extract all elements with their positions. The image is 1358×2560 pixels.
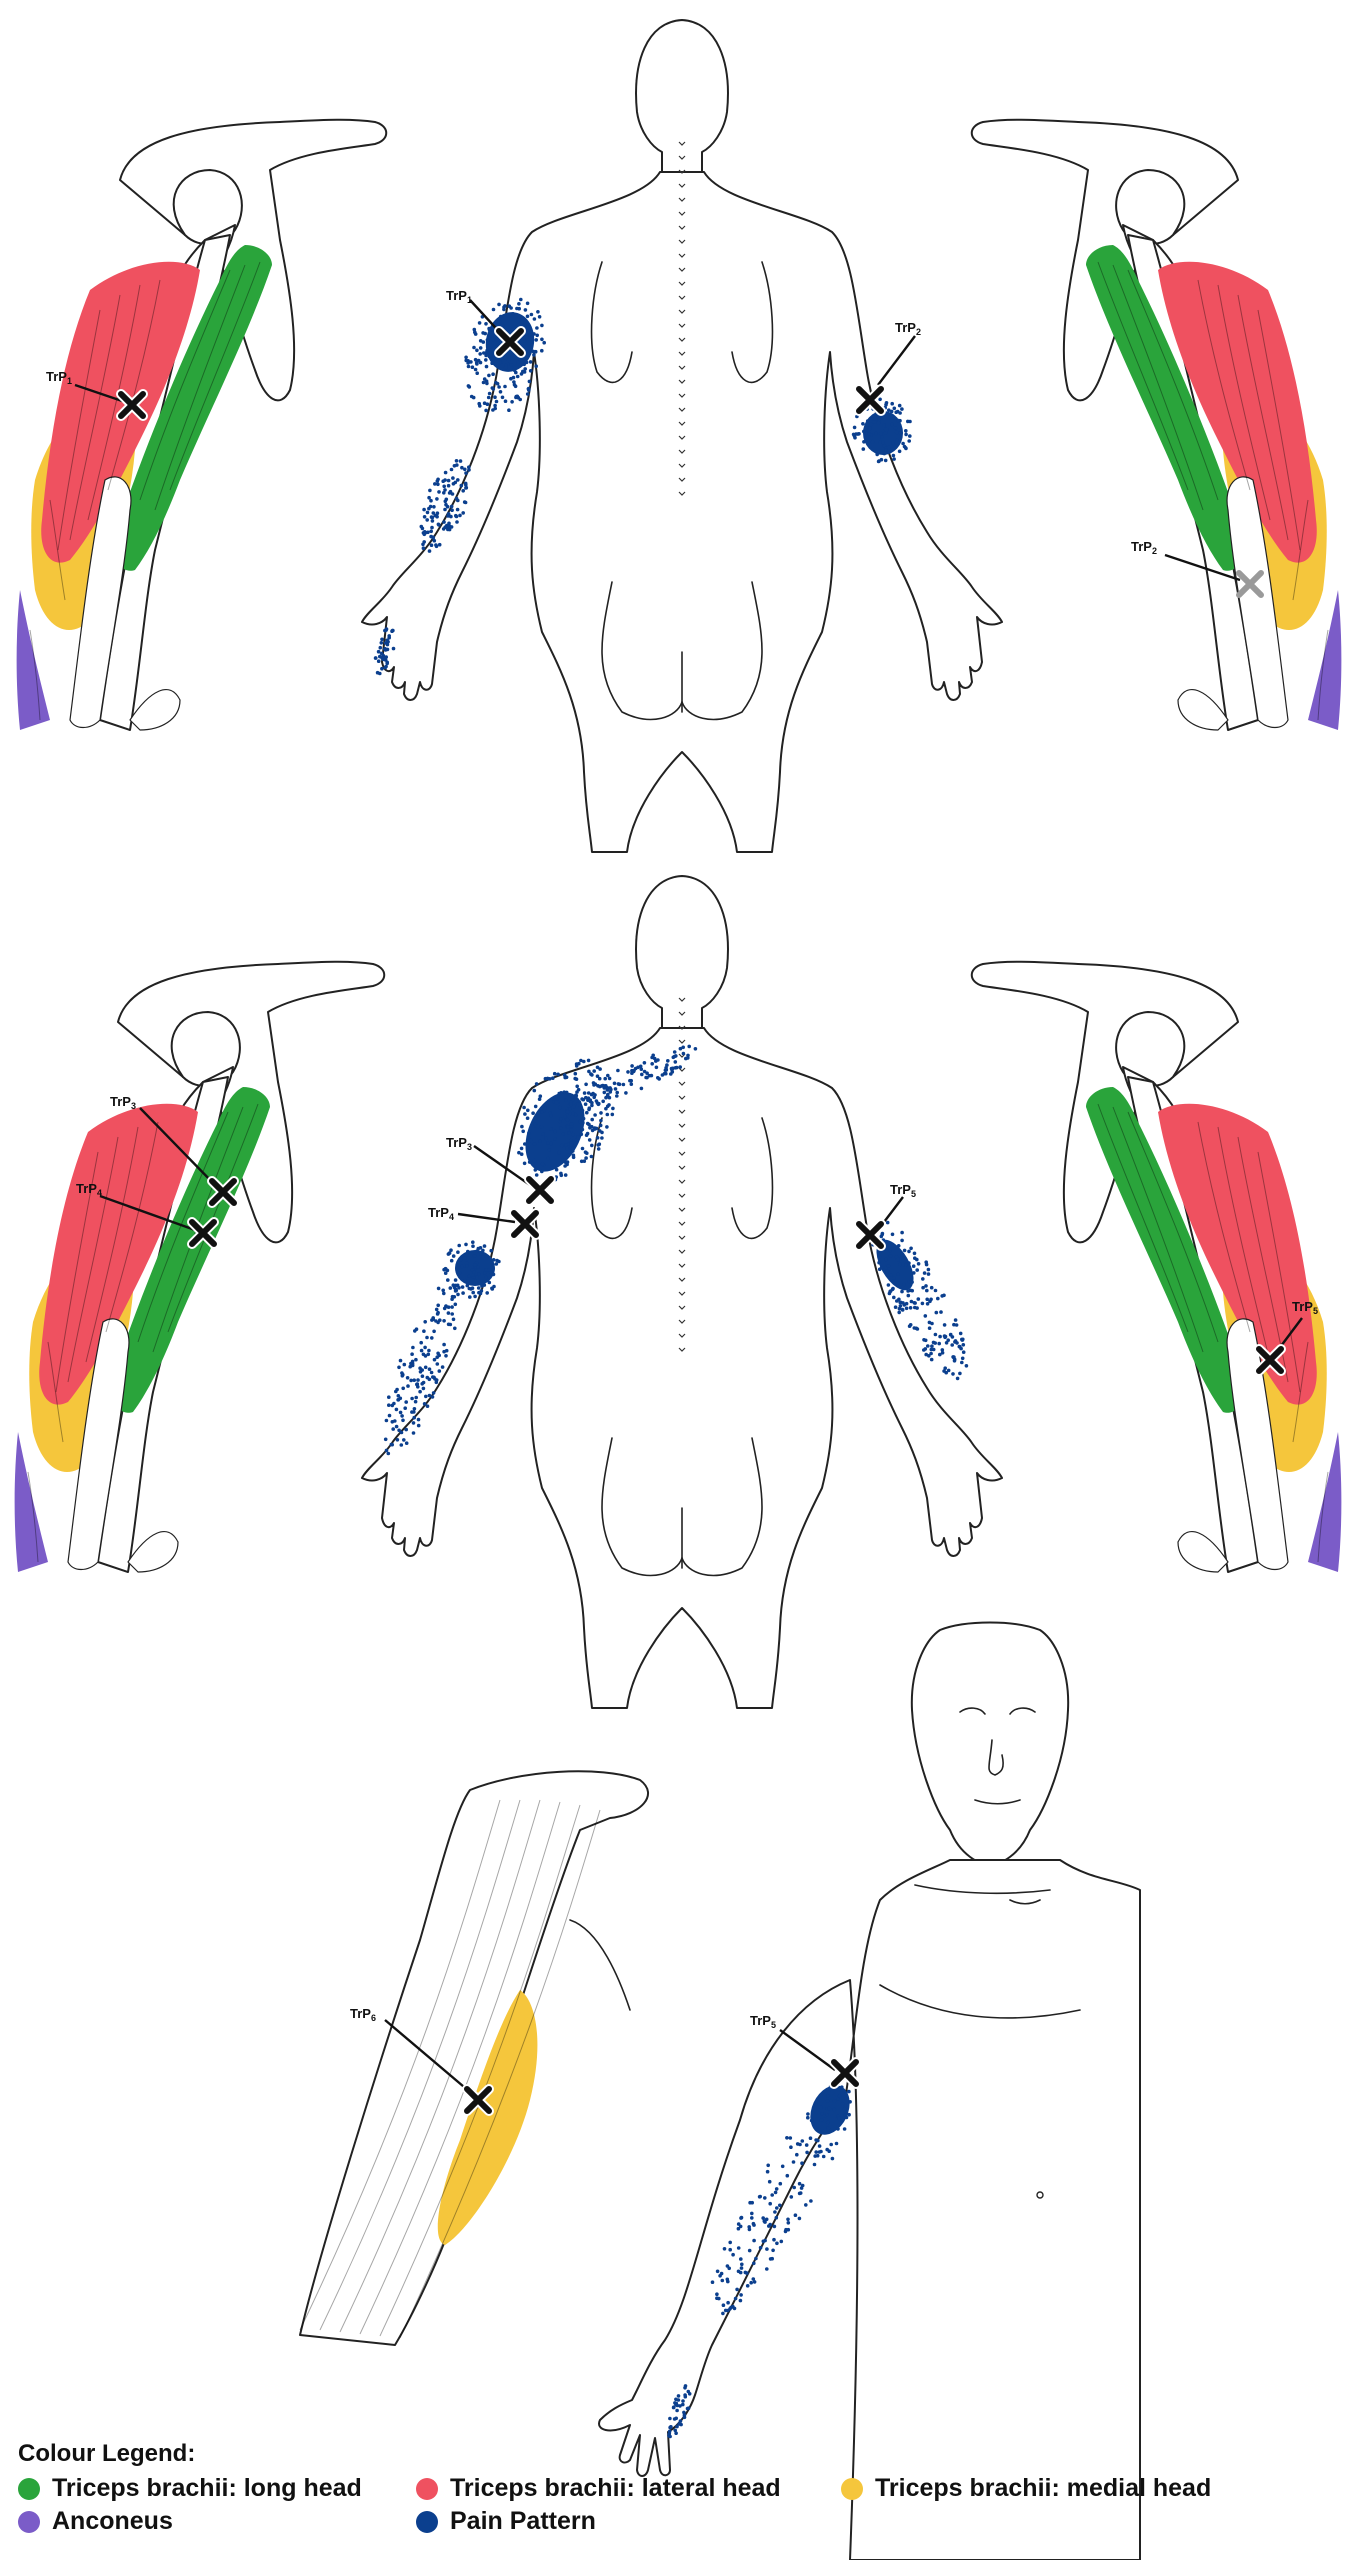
trp5-body-marker: TrP5 [859,1182,916,1246]
row2-left-arm [13,960,386,1573]
trp6-arm-marker: TrP6 [350,2006,489,2111]
trp2-arm-label: TrP2 [1131,539,1157,556]
trp2-body-label: TrP2 [895,320,921,337]
trp5-arm-label: TrP5 [1292,1299,1318,1316]
trp3-arm-marker: TrP3 [110,1094,234,1203]
anconeus-swatch [18,2510,40,2533]
trp1-body-marker: TrP1 [446,288,521,353]
trp3-body-label: TrP3 [446,1135,472,1152]
legend-item-anconeus: Anconeus [18,2507,416,2536]
medial-head-swatch [841,2477,863,2500]
trp5-front-label: TrP5 [750,2013,776,2030]
trp4-arm-marker: TrP4 [76,1181,214,1244]
trp4-arm-label: TrP4 [76,1181,102,1198]
trp5-front-marker: TrP5 [750,2013,856,2084]
trp4-body-label: TrP4 [428,1205,454,1222]
trp1-arm-label: TrP1 [46,369,72,386]
row2-back-body [361,875,1003,1709]
trp4-body-marker: TrP4 [428,1205,536,1235]
long-head-swatch [18,2477,40,2500]
trp5-arm-marker: TrP5 [1259,1299,1318,1371]
trp3-body-marker: TrP3 [446,1135,551,1201]
legend-label-medial-head: Triceps brachii: medial head [875,2474,1212,2502]
colour-legend: Colour Legend: Triceps brachii: long hea… [18,2440,1338,2540]
trp3-arm-label: TrP3 [110,1094,136,1111]
legend-label-lateral-head: Triceps brachii: lateral head [450,2474,781,2502]
legend-label-anconeus: Anconeus [52,2507,173,2535]
trp1-arm-marker: TrP1 [46,369,143,416]
legend-item-lateral-head: Triceps brachii: lateral head [416,2474,841,2503]
trp2-arm-marker: TrP2 [1131,539,1264,598]
lateral-head-swatch [416,2477,438,2500]
legend-item-long-head: Triceps brachii: long head [18,2474,416,2503]
row1-right-arm [970,118,1343,731]
trp2-body-marker: TrP2 [859,320,921,411]
trp6-arm-label: TrP6 [350,2006,376,2023]
row3-medial-arm [299,1770,650,2346]
row3-front-body [598,1621,1141,2560]
legend-item-pain-pattern: Pain Pattern [416,2507,841,2536]
legend-title: Colour Legend: [18,2440,196,2467]
trp5-body-label: TrP5 [890,1182,916,1199]
pain-pattern-swatch [416,2510,438,2533]
legend-label-pain-pattern: Pain Pattern [450,2507,596,2535]
row2-right-arm [970,960,1343,1573]
legend-item-medial-head: Triceps brachii: medial head [841,2474,1261,2503]
legend-label-long-head: Triceps brachii: long head [52,2474,362,2502]
row1-left-arm [15,118,388,731]
trp1-body-label: TrP1 [446,288,472,305]
